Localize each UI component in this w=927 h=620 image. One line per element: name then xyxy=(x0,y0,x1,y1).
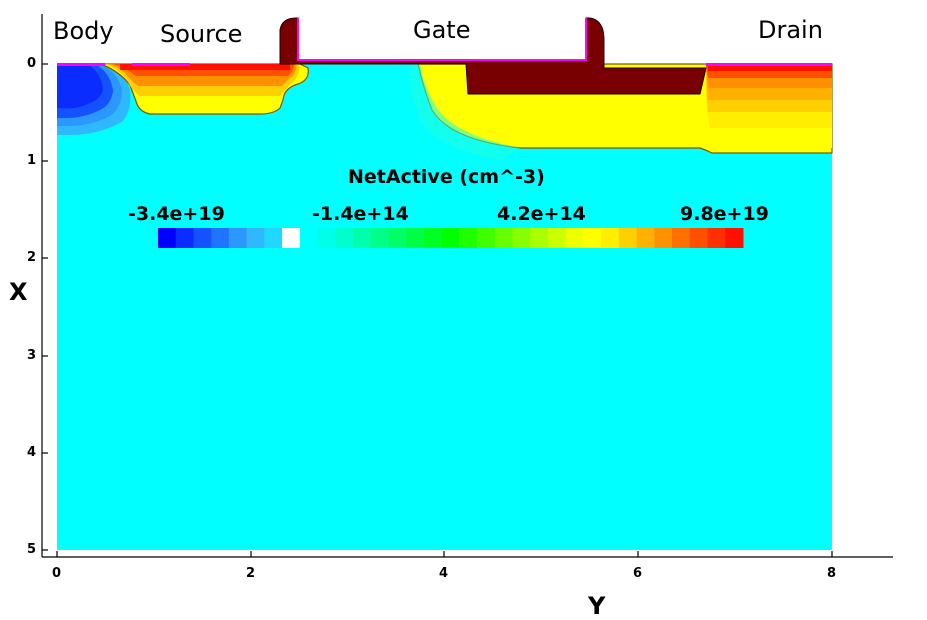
y-tick-6: 6 xyxy=(633,566,643,581)
gate-contact xyxy=(297,18,587,61)
colorbar-title: NetActive (cm^-3) xyxy=(348,166,545,188)
x-tick-4: 4 xyxy=(27,445,37,460)
colorbar-label-2: -1.4e+14 xyxy=(312,203,409,225)
colorbar-label-max: 9.8e+19 xyxy=(680,203,769,225)
colorbar-label-min: -3.4e+19 xyxy=(128,203,225,225)
x-axis-label: X xyxy=(9,278,28,306)
colorbar-swatch xyxy=(459,228,478,248)
body-label: Body xyxy=(53,17,114,45)
colorbar-swatch xyxy=(335,228,354,248)
x-tick-1: 1 xyxy=(27,153,37,168)
colorbar-swatch xyxy=(601,228,620,248)
colorbar-swatch xyxy=(530,228,549,248)
y-tick-0: 0 xyxy=(52,566,62,581)
colorbar-swatch xyxy=(423,228,443,248)
y-tick-2: 2 xyxy=(246,566,256,581)
x-tick-3: 3 xyxy=(27,348,37,363)
colorbar-swatch xyxy=(158,228,177,248)
x-tick-2: 2 xyxy=(27,250,37,265)
colorbar-swatch xyxy=(246,228,265,248)
colorbar-swatch xyxy=(707,228,726,248)
colorbar-swatch xyxy=(299,228,319,248)
gate-poly xyxy=(279,17,707,95)
colorbar-swatch xyxy=(477,228,496,248)
colorbar-swatch xyxy=(636,228,655,248)
colorbar-swatch xyxy=(264,228,283,248)
colorbar-swatch xyxy=(583,228,602,248)
body-contact xyxy=(57,63,105,66)
colorbar-swatch xyxy=(193,228,212,248)
colorbar-swatch xyxy=(565,228,584,248)
x-tick-0: 0 xyxy=(27,56,37,71)
colorbar-swatch xyxy=(689,228,709,248)
x-tick-5: 5 xyxy=(27,542,37,557)
colorbar-swatch xyxy=(175,228,194,248)
source-contact xyxy=(132,63,190,66)
colorbar-swatch xyxy=(672,228,691,248)
y-axis-label: Y xyxy=(588,592,606,620)
y-ticks xyxy=(56,551,833,557)
colorbar-swatch xyxy=(388,228,407,248)
colorbar-swatch xyxy=(494,228,514,248)
drain-label: Drain xyxy=(758,16,823,44)
y-tick-8: 8 xyxy=(827,566,837,581)
colorbar-swatch xyxy=(618,228,638,248)
x-ticks xyxy=(42,63,48,551)
colorbar xyxy=(158,228,744,248)
drain-contact xyxy=(706,63,832,66)
colorbar-swatch xyxy=(548,228,567,248)
colorbar-swatch xyxy=(725,228,744,248)
colorbar-swatch xyxy=(353,228,372,248)
y-tick-4: 4 xyxy=(439,566,449,581)
colorbar-swatch xyxy=(211,228,230,248)
colorbar-swatch xyxy=(441,228,460,248)
gate-label: Gate xyxy=(413,16,471,44)
colorbar-swatch xyxy=(317,228,336,248)
colorbar-label-3: 4.2e+14 xyxy=(497,203,586,225)
colorbar-swatch xyxy=(512,228,531,248)
source-label: Source xyxy=(160,20,243,48)
colorbar-swatch xyxy=(228,228,248,248)
colorbar-swatch xyxy=(370,228,389,248)
colorbar-swatch xyxy=(406,228,425,248)
colorbar-swatch xyxy=(654,228,673,248)
colorbar-swatch xyxy=(282,228,301,248)
